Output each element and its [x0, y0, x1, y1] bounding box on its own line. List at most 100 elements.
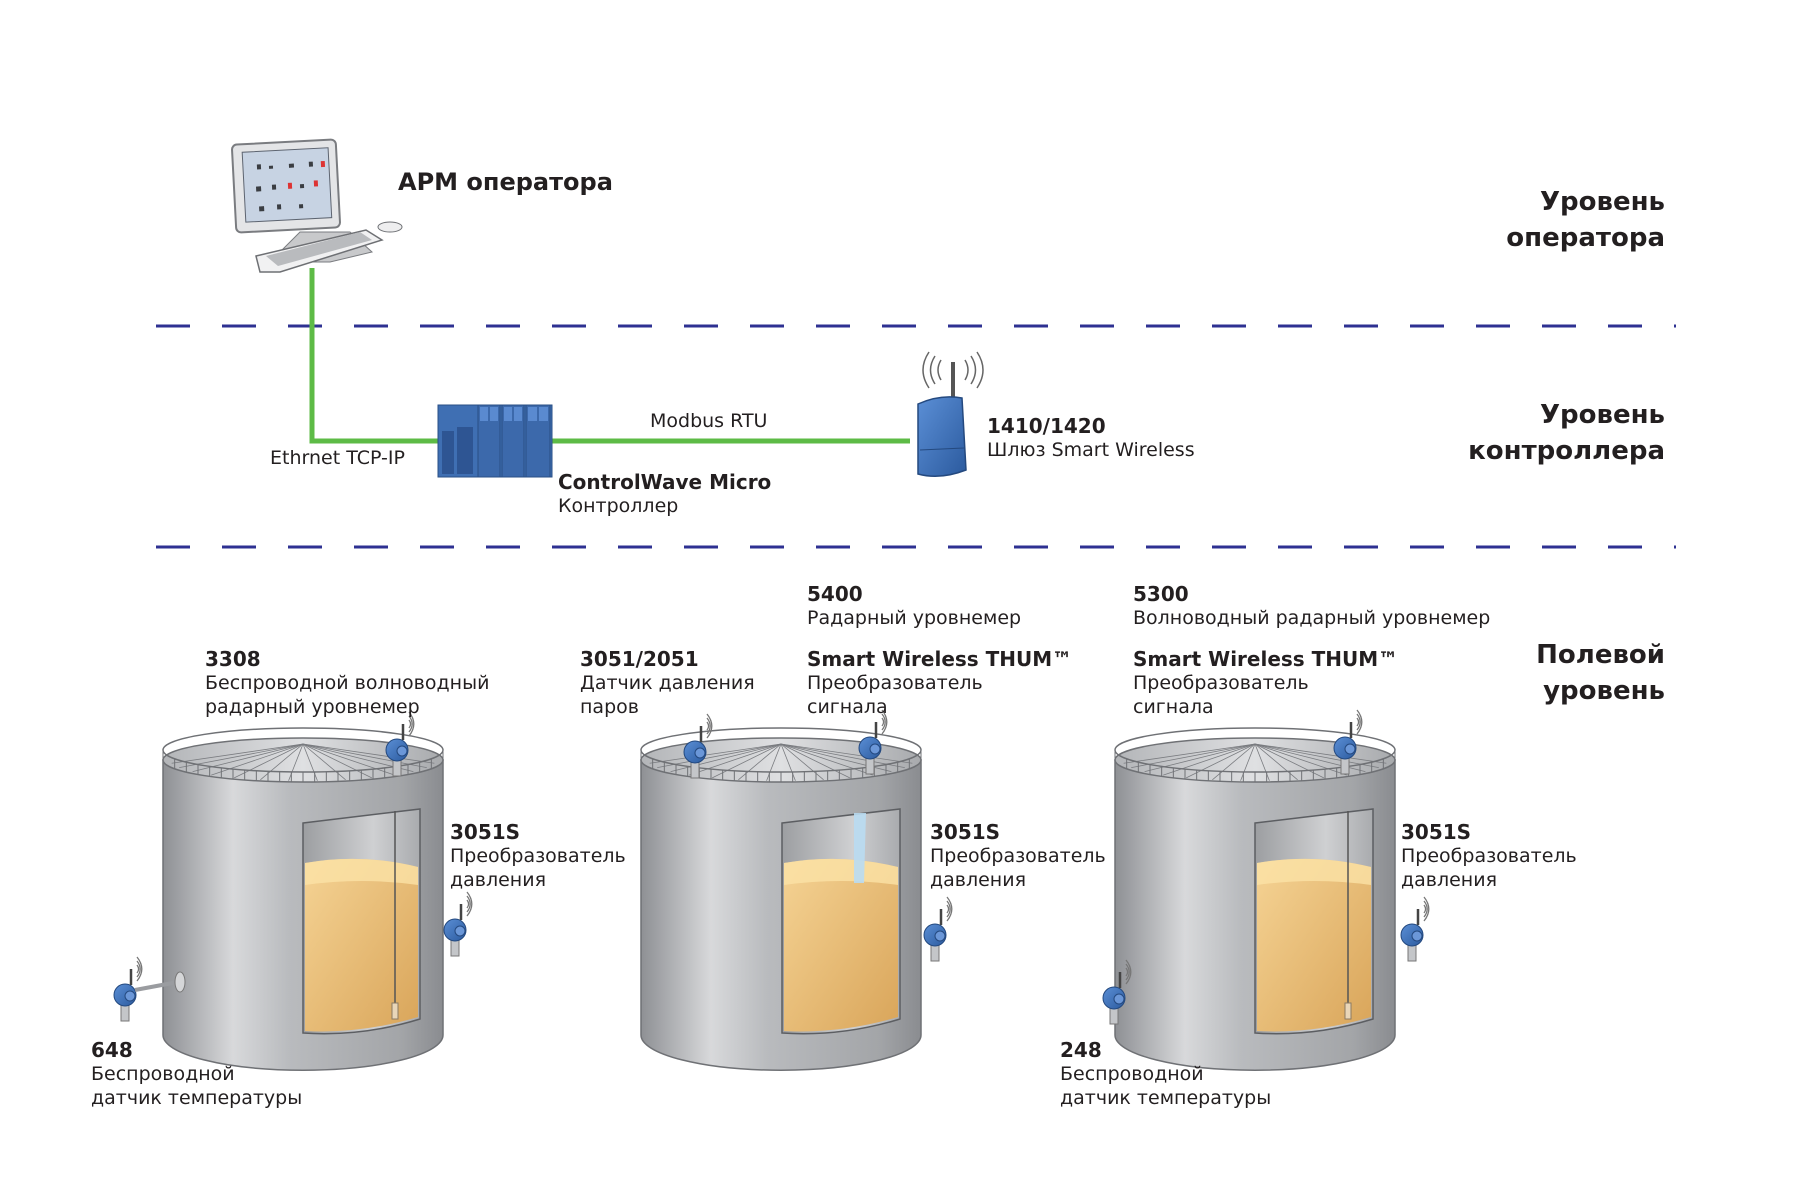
device-model: Smart Wireless THUM™ — [807, 647, 1073, 671]
wireless-signal-icon — [706, 713, 713, 739]
wireless-signal-icon — [1356, 709, 1363, 735]
transmitter-5400-thum-icon — [858, 709, 888, 775]
transmitter-648-icon — [113, 956, 186, 1022]
plc-controller-icon — [437, 404, 553, 478]
transmitter-3051-2051-icon — [683, 713, 713, 779]
device-description: давления — [1401, 868, 1498, 891]
device-description: давления — [930, 868, 1027, 891]
device-model: 3051/2051 — [580, 647, 699, 671]
device-description: давления — [450, 868, 547, 891]
ethernet-label: Ethrnet TCP-IP — [270, 447, 405, 469]
wireless-gateway-icon — [917, 351, 984, 477]
device-label-248: 248 Беспроводной датчик температуры — [1060, 1038, 1271, 1111]
controller-label: ControlWave Micro Контроллер — [558, 470, 771, 519]
storage-tank-2 — [640, 727, 922, 1071]
wireless-signal-icon — [466, 891, 473, 917]
transmitter-248-icon — [1102, 959, 1132, 1025]
wireless-signal-icon — [946, 896, 953, 922]
device-description: Преобразователь — [450, 845, 626, 867]
transmitter-3051s-tank1-icon — [443, 891, 473, 957]
product-surface — [305, 858, 418, 885]
tank-roof-ribs — [171, 743, 435, 781]
level-label-controller: Уровень контроллера — [1468, 398, 1665, 470]
radar-beam — [854, 813, 866, 883]
device-label-648: 648 Беспроводной датчик температуры — [91, 1038, 302, 1111]
device-description: Преобразователь — [930, 845, 1106, 867]
tank-roof-ribs — [649, 743, 913, 781]
gateway-description: Шлюз Smart Wireless — [987, 439, 1195, 461]
computer-workstation-icon — [231, 138, 403, 273]
device-description: Радарный уровнемер — [807, 607, 1022, 629]
tank-cutaway — [781, 808, 901, 1035]
device-model: 5400 — [807, 582, 863, 606]
wireless-signal-icon — [136, 956, 143, 982]
storage-tank-1 — [162, 727, 444, 1071]
tank-railing-posts — [1114, 750, 1396, 782]
device-model: 5300 — [1133, 582, 1189, 606]
device-description: Датчик давления — [580, 672, 755, 694]
device-description: Преобразователь — [807, 672, 983, 694]
device-model: 3308 — [205, 647, 261, 671]
wireless-signal-icon — [1423, 896, 1430, 922]
transmitter-5300-thum-icon — [1333, 709, 1363, 775]
product-fill — [784, 858, 898, 1032]
device-description: Волноводный радарный уровнемер — [1133, 607, 1491, 629]
storage-tank-3 — [1114, 727, 1396, 1071]
wireless-signal-icon — [408, 711, 415, 737]
device-label-3308: 3308 Беспроводной волноводный радарный у… — [205, 647, 489, 720]
device-label-3051s-tank2: 3051S Преобразователь давления — [930, 820, 1106, 893]
device-description: радарный уровнемер — [205, 695, 420, 718]
tank-railing-posts — [162, 750, 444, 782]
product-surface — [784, 858, 898, 885]
modbus-label: Modbus RTU — [650, 410, 768, 432]
gateway-model: 1410/1420 — [987, 414, 1106, 438]
probe-weight — [391, 1002, 399, 1020]
product-fill — [305, 858, 418, 1032]
gateway-label: 1410/1420 Шлюз Smart Wireless — [987, 414, 1195, 463]
probe-weight — [1344, 1002, 1352, 1020]
device-description: Беспроводной — [91, 1063, 235, 1085]
device-description: Беспроводной волноводный — [205, 672, 490, 694]
transmitter-3051s-tank2-icon — [923, 896, 953, 962]
device-model: 648 — [91, 1038, 133, 1062]
transmitter-3051s-tank3-icon — [1400, 896, 1430, 962]
wireless-signal-icon — [881, 709, 888, 735]
product-fill — [1257, 858, 1371, 1032]
controller-model: ControlWave Micro — [558, 470, 772, 494]
device-label-3051s-tank1: 3051S Преобразователь давления — [450, 820, 626, 893]
device-description: паров — [580, 695, 639, 718]
ethernet-link — [309, 268, 440, 444]
device-description: Беспроводной — [1060, 1063, 1204, 1085]
device-label-5300: 5300 Волноводный радарный уровнемер — [1133, 582, 1490, 631]
device-description: датчик температуры — [1060, 1086, 1272, 1109]
device-label-5400: 5400 Радарный уровнемер — [807, 582, 1021, 631]
tank-cutaway — [302, 808, 421, 1035]
level-label-line: оператора — [1506, 222, 1665, 253]
device-label-thum-tank3: Smart Wireless THUM™ Преобразователь сиг… — [1133, 647, 1398, 720]
device-label-3051-2051: 3051/2051 Датчик давления паров — [580, 647, 755, 720]
operator-station-label: АРМ оператора — [398, 168, 613, 196]
level-label-line: контроллера — [1468, 435, 1665, 466]
device-description: датчик температуры — [91, 1086, 303, 1109]
device-model: 3051S — [450, 820, 521, 844]
device-label-thum-tank2: Smart Wireless THUM™ Преобразователь сиг… — [807, 647, 1072, 720]
level-label-line: уровень — [1543, 675, 1665, 706]
device-model: 3051S — [930, 820, 1001, 844]
device-description: сигнала — [807, 695, 888, 718]
device-label-3051s-tank3: 3051S Преобразователь давления — [1401, 820, 1577, 893]
device-model: Smart Wireless THUM™ — [1133, 647, 1399, 671]
device-model: 3051S — [1401, 820, 1472, 844]
wireless-signal-icon — [922, 351, 984, 389]
level-label-line: Уровень — [1539, 187, 1665, 217]
product-surface — [1257, 858, 1371, 885]
level-label-field: Полевой уровень — [1536, 638, 1665, 710]
device-description: Преобразователь — [1133, 672, 1309, 694]
device-description: Преобразователь — [1401, 845, 1577, 867]
device-model: 248 — [1060, 1038, 1102, 1062]
wireless-signal-icon — [1125, 959, 1132, 985]
level-label-line: Полевой — [1536, 640, 1665, 670]
tank-cutaway — [1254, 808, 1374, 1035]
level-label-line: Уровень — [1539, 400, 1665, 430]
level-label-operator: Уровень оператора — [1506, 185, 1665, 257]
